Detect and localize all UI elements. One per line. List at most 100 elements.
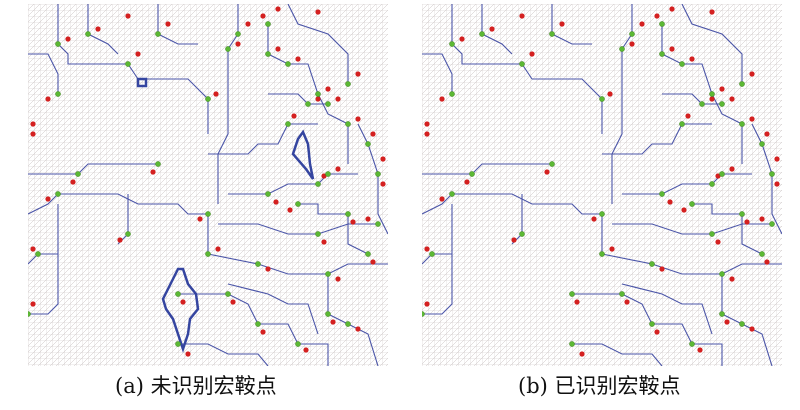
green-saddle-point <box>449 91 455 97</box>
red-critical-point <box>464 179 470 185</box>
separatrix-line <box>87 4 119 55</box>
separatrix-line <box>692 203 763 255</box>
green-saddle-point <box>422 311 425 317</box>
green-saddle-point <box>649 261 655 267</box>
separatrix-line <box>572 343 663 366</box>
green-saddle-point <box>689 201 695 207</box>
red-critical-point <box>669 6 675 12</box>
separatrix-line <box>298 203 369 255</box>
separatrix-line <box>228 173 358 195</box>
red-critical-point <box>260 329 266 335</box>
red-critical-point <box>180 299 186 305</box>
red-critical-point <box>749 116 755 122</box>
green-saddle-point <box>55 191 61 197</box>
green-saddle-point <box>365 141 371 147</box>
red-critical-point <box>709 9 715 15</box>
green-saddle-point <box>569 291 575 297</box>
red-critical-point <box>70 179 76 185</box>
red-critical-point <box>213 91 219 97</box>
red-critical-point <box>275 6 281 12</box>
green-saddle-point <box>345 211 351 217</box>
red-critical-point <box>265 266 271 272</box>
separatrix-line <box>611 4 633 204</box>
green-saddle-point <box>205 96 211 102</box>
red-critical-point <box>607 91 613 97</box>
green-saddle-point <box>175 341 181 347</box>
red-critical-point <box>724 319 730 325</box>
separatrix-line <box>601 253 782 275</box>
red-critical-point <box>380 181 386 187</box>
red-critical-point <box>215 246 221 252</box>
red-critical-point <box>654 13 660 19</box>
red-critical-point <box>424 301 430 307</box>
green-saddle-point <box>519 61 525 67</box>
red-critical-point <box>624 299 630 305</box>
green-saddle-point <box>759 251 765 257</box>
green-saddle-point <box>709 181 715 187</box>
red-critical-point <box>260 13 266 19</box>
red-critical-point <box>321 239 327 245</box>
separatrix-line <box>422 193 603 254</box>
red-critical-point <box>370 131 376 137</box>
red-critical-point <box>230 299 236 305</box>
red-critical-point <box>574 299 580 305</box>
triangle-mesh <box>422 4 782 366</box>
red-critical-point <box>744 219 750 225</box>
red-critical-point <box>439 96 445 102</box>
red-critical-point <box>774 156 780 162</box>
separatrix-line <box>602 123 712 155</box>
green-saddle-point <box>719 271 725 277</box>
red-critical-point <box>30 121 36 127</box>
red-critical-point <box>303 347 309 353</box>
red-critical-point <box>749 71 755 77</box>
green-saddle-point <box>125 61 131 67</box>
green-saddle-point <box>599 211 605 217</box>
green-saddle-point <box>225 291 231 297</box>
red-critical-point <box>609 246 615 252</box>
red-critical-point <box>365 216 371 222</box>
green-saddle-point <box>285 121 291 127</box>
green-saddle-point <box>519 231 525 237</box>
red-critical-point <box>511 237 517 243</box>
green-saddle-point <box>375 171 381 177</box>
green-saddle-point <box>255 261 261 267</box>
triangle-mesh <box>28 4 388 366</box>
red-critical-point <box>165 21 171 27</box>
red-critical-point <box>335 166 341 172</box>
green-saddle-point <box>155 161 161 167</box>
red-critical-point <box>764 259 770 265</box>
red-critical-point <box>30 301 36 307</box>
separatrix-line <box>621 283 713 335</box>
red-critical-point <box>639 21 645 27</box>
separatrix-line <box>572 293 723 366</box>
separatrix-line <box>422 53 453 94</box>
red-critical-point <box>439 196 445 202</box>
green-saddle-point <box>365 251 371 257</box>
green-saddle-point <box>205 211 211 217</box>
red-critical-point <box>335 96 341 102</box>
red-critical-point <box>380 156 386 162</box>
separatrix-line <box>217 4 239 204</box>
green-saddle-point <box>739 211 745 217</box>
red-critical-point <box>424 246 430 252</box>
green-saddle-point <box>479 31 485 37</box>
red-critical-point <box>291 113 297 119</box>
red-critical-point <box>275 46 281 52</box>
red-critical-point <box>729 166 735 172</box>
green-saddle-point <box>225 46 231 52</box>
caption-b: (b) 已识别宏鞍点 <box>518 374 681 398</box>
separatrix-line <box>28 53 59 94</box>
green-saddle-point <box>739 321 745 327</box>
red-critical-point <box>559 21 565 27</box>
green-saddle-point <box>699 101 705 107</box>
red-critical-point <box>719 86 725 92</box>
green-saddle-point <box>659 21 665 27</box>
green-saddle-point <box>315 231 321 237</box>
separatrix-line <box>157 4 198 45</box>
red-critical-point <box>669 46 675 52</box>
red-critical-point <box>330 319 336 325</box>
red-critical-point <box>749 326 755 332</box>
green-saddle-point <box>285 61 291 67</box>
red-critical-point <box>335 276 341 282</box>
separatrix-line <box>208 123 318 155</box>
